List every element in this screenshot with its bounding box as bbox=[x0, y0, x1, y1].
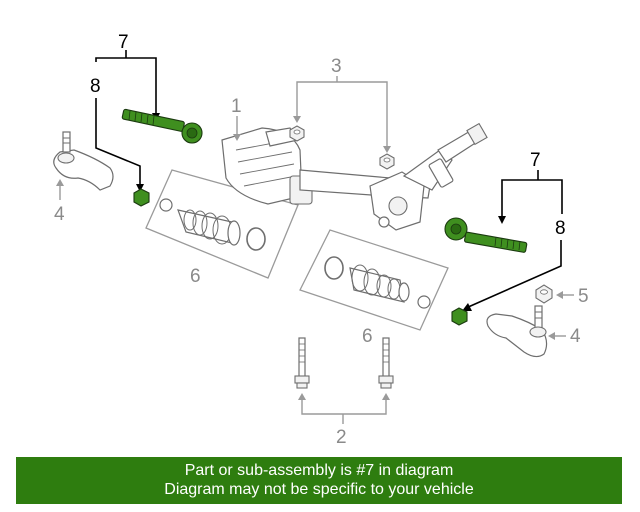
callout-7-right: 7 bbox=[530, 150, 541, 171]
arrow-8-left bbox=[136, 184, 144, 192]
leader-8-left bbox=[95, 98, 141, 186]
callout-3: 3 bbox=[331, 56, 342, 77]
leader-7-left bbox=[95, 57, 157, 115]
mounting-nut-left[interactable] bbox=[289, 125, 305, 142]
leader-7-right bbox=[501, 179, 563, 218]
callout-1: 1 bbox=[231, 96, 242, 117]
leader-2 bbox=[301, 398, 387, 415]
callout-8-right: 8 bbox=[555, 218, 566, 239]
banner-line-1: Part or sub-assembly is #7 in diagram bbox=[184, 462, 454, 479]
arrow-8-right bbox=[462, 303, 472, 311]
callout-7-left: 7 bbox=[118, 32, 129, 53]
callout-2: 2 bbox=[336, 427, 347, 448]
boot-kit-right[interactable] bbox=[299, 229, 449, 331]
outer-tie-rod-end-right[interactable] bbox=[486, 305, 548, 358]
outer-tie-rod-end-left[interactable] bbox=[53, 131, 114, 191]
inner-tie-rod-right[interactable] bbox=[444, 217, 528, 253]
castle-nut[interactable] bbox=[535, 284, 553, 304]
callout-6-left: 6 bbox=[190, 266, 201, 287]
callout-4-left: 4 bbox=[54, 204, 65, 225]
mounting-bolt-right[interactable] bbox=[378, 337, 394, 389]
steering-gear-assembly[interactable] bbox=[221, 122, 488, 231]
arrow-7-right bbox=[498, 216, 506, 224]
callout-group-right-7-8: 7 8 bbox=[462, 150, 566, 311]
inner-tie-rod-left[interactable] bbox=[121, 108, 203, 144]
leader-8-right bbox=[465, 240, 562, 309]
jam-nut-left[interactable] bbox=[133, 188, 150, 207]
callout-5: 5 bbox=[578, 286, 589, 307]
parts-diagram: 7 8 4 bbox=[53, 32, 589, 448]
jam-nut-right[interactable] bbox=[451, 307, 468, 326]
callout-4-right: 4 bbox=[570, 326, 581, 347]
mounting-nut-right[interactable] bbox=[379, 153, 395, 170]
mounting-bolt-left[interactable] bbox=[294, 337, 310, 389]
callout-6-right: 6 bbox=[362, 326, 373, 347]
leader-3 bbox=[296, 81, 388, 148]
callout-group-left-7-8: 7 8 bbox=[90, 32, 160, 192]
callout-8-left: 8 bbox=[90, 76, 101, 97]
info-banner: Part or sub-assembly is #7 in diagram Di… bbox=[16, 457, 622, 504]
banner-line-2: Diagram may not be specific to your vehi… bbox=[164, 481, 474, 498]
